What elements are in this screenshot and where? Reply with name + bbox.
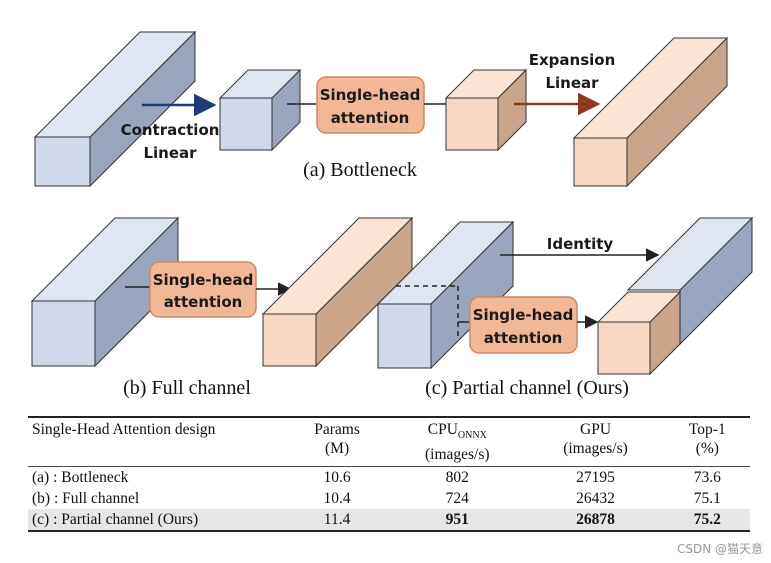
input-block xyxy=(30,216,180,368)
cell-gpu: 26432 xyxy=(576,490,615,508)
cell-params: 10.6 xyxy=(323,469,351,487)
contracted-block xyxy=(218,68,302,152)
cell-design: (b) : Full channel xyxy=(32,490,140,508)
attention-label-line1: Single-head xyxy=(473,306,574,324)
attention-label-line2: attention xyxy=(164,293,243,311)
contraction-label-line2: Linear xyxy=(143,144,197,162)
table-header-row: Single-Head Attention design Params(M) C… xyxy=(28,417,750,468)
cell-cpu: 724 xyxy=(445,490,469,508)
input-block xyxy=(33,30,197,188)
header-params: Params(M) xyxy=(286,417,389,468)
output-block xyxy=(261,216,414,368)
header-design: Single-Head Attention design xyxy=(28,417,286,468)
cell-design: (c) : Partial channel (Ours) xyxy=(32,511,199,529)
panel-partial-channel: Identity Single-head attention (c) Parti… xyxy=(376,216,754,399)
contraction-label-line1: Contraction xyxy=(121,121,220,139)
cell-gpu: 27195 xyxy=(576,469,615,487)
output-block xyxy=(572,36,729,188)
attention-label-line2: attention xyxy=(484,329,563,347)
cell-params: 11.4 xyxy=(323,511,351,529)
attention-label-line1: Single-head xyxy=(153,271,254,289)
expansion-label-line2: Linear xyxy=(545,74,599,92)
cell-top1: 73.6 xyxy=(693,469,721,487)
output-block xyxy=(596,216,754,376)
table-row: (b) : Full channel 10.4 724 26432 75.1 xyxy=(28,488,750,509)
results-table: Single-Head Attention design Params(M) C… xyxy=(28,416,750,532)
cell-params: 10.4 xyxy=(323,490,351,508)
identity-label: Identity xyxy=(547,235,614,253)
caption-partial-channel: (c) Partial channel (Ours) xyxy=(425,377,629,399)
header-cpu: CPUONNX(images/s) xyxy=(388,417,527,468)
attention-box: Single-head attention xyxy=(149,261,257,318)
attention-label-line1: Single-head xyxy=(320,86,421,104)
table-row-highlighted: (c) : Partial channel (Ours) 11.4 951 26… xyxy=(28,509,750,532)
watermark: CSDN @猫天意 xyxy=(676,542,763,556)
input-block xyxy=(376,220,515,370)
cell-top1: 75.2 xyxy=(693,511,721,529)
attention-box: Single-head attention xyxy=(316,76,425,134)
cell-gpu: 26878 xyxy=(576,511,615,529)
expansion-label-line1: Expansion xyxy=(529,51,616,69)
cell-cpu: 951 xyxy=(445,511,469,529)
cell-cpu: 802 xyxy=(445,469,469,487)
header-gpu: GPU(images/s) xyxy=(526,417,665,468)
attended-block xyxy=(444,68,528,152)
attention-design-diagram: Contraction Linear Single-head attention… xyxy=(30,30,754,399)
header-top1: Top-1(%) xyxy=(664,417,750,468)
panel-full-channel: Single-head attention (b) Full channel xyxy=(30,216,414,399)
cell-top1: 75.1 xyxy=(693,490,721,508)
attention-label-line2: attention xyxy=(331,109,410,127)
panel-bottleneck: Contraction Linear Single-head attention… xyxy=(33,30,729,188)
cell-design: (a) : Bottleneck xyxy=(32,469,129,487)
caption-bottleneck: (a) Bottleneck xyxy=(303,159,417,181)
caption-full-channel: (b) Full channel xyxy=(123,377,251,399)
table-row: (a) : Bottleneck 10.6 802 27195 73.6 xyxy=(28,467,750,489)
attention-box: Single-head attention xyxy=(469,296,578,354)
